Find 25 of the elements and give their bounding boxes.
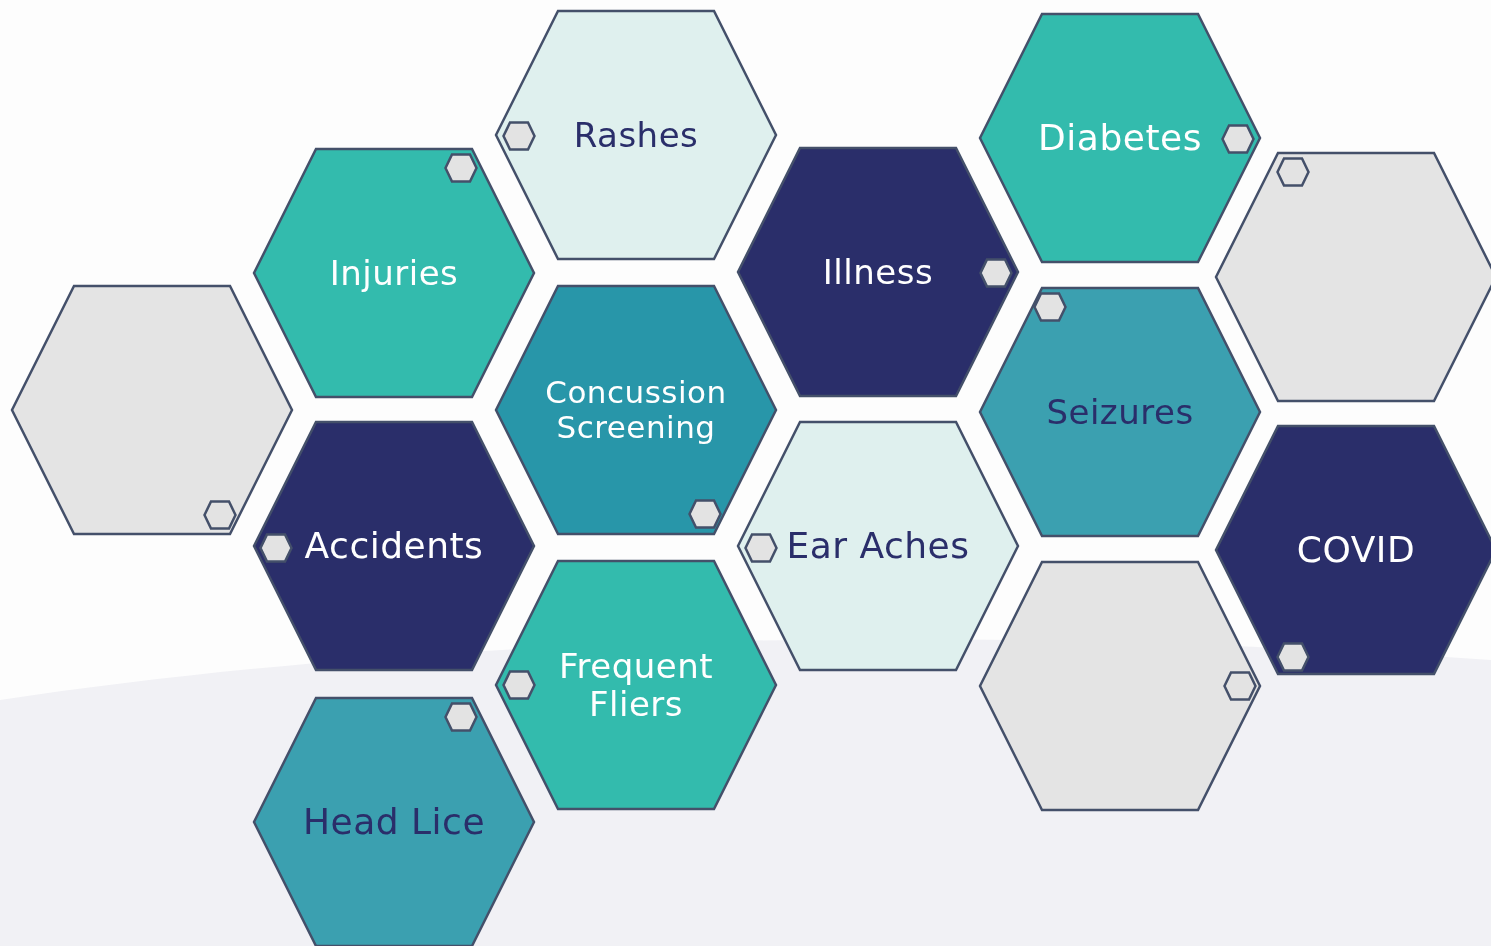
hexagon-label: Illness [821,252,935,292]
hexagon-shape [11,285,293,535]
hexagon-label: Accidents [303,525,485,567]
hexagon-label: Head Lice [301,801,487,843]
hexagon-shape [979,13,1261,263]
hexagon-shape [1215,152,1491,402]
hexagon-label: Frequent Fliers [557,646,715,724]
hexagon-shape [737,147,1019,397]
hexagon-shape [253,421,535,671]
hexagon-shape [495,10,777,260]
hexagon-label: Ear Aches [785,525,971,567]
hexagon-shape [979,561,1261,811]
hexagon-shape [253,697,535,946]
hexagon-label: Rashes [572,115,700,155]
hexagon-shape [737,421,1019,671]
hexagon-shape [495,285,777,535]
hexagon-shape [495,560,777,810]
hexagon-label: Concussion Screening [544,375,728,445]
hexagon-label: COVID [1295,529,1417,571]
hexagon-shape [253,148,535,398]
hexagon-shape [979,287,1261,537]
hexagon-label: Injuries [328,253,460,293]
hexagon-shape [1215,425,1491,675]
hexagon-label: Seizures [1045,392,1195,432]
hexagon-label: Diabetes [1037,117,1203,159]
